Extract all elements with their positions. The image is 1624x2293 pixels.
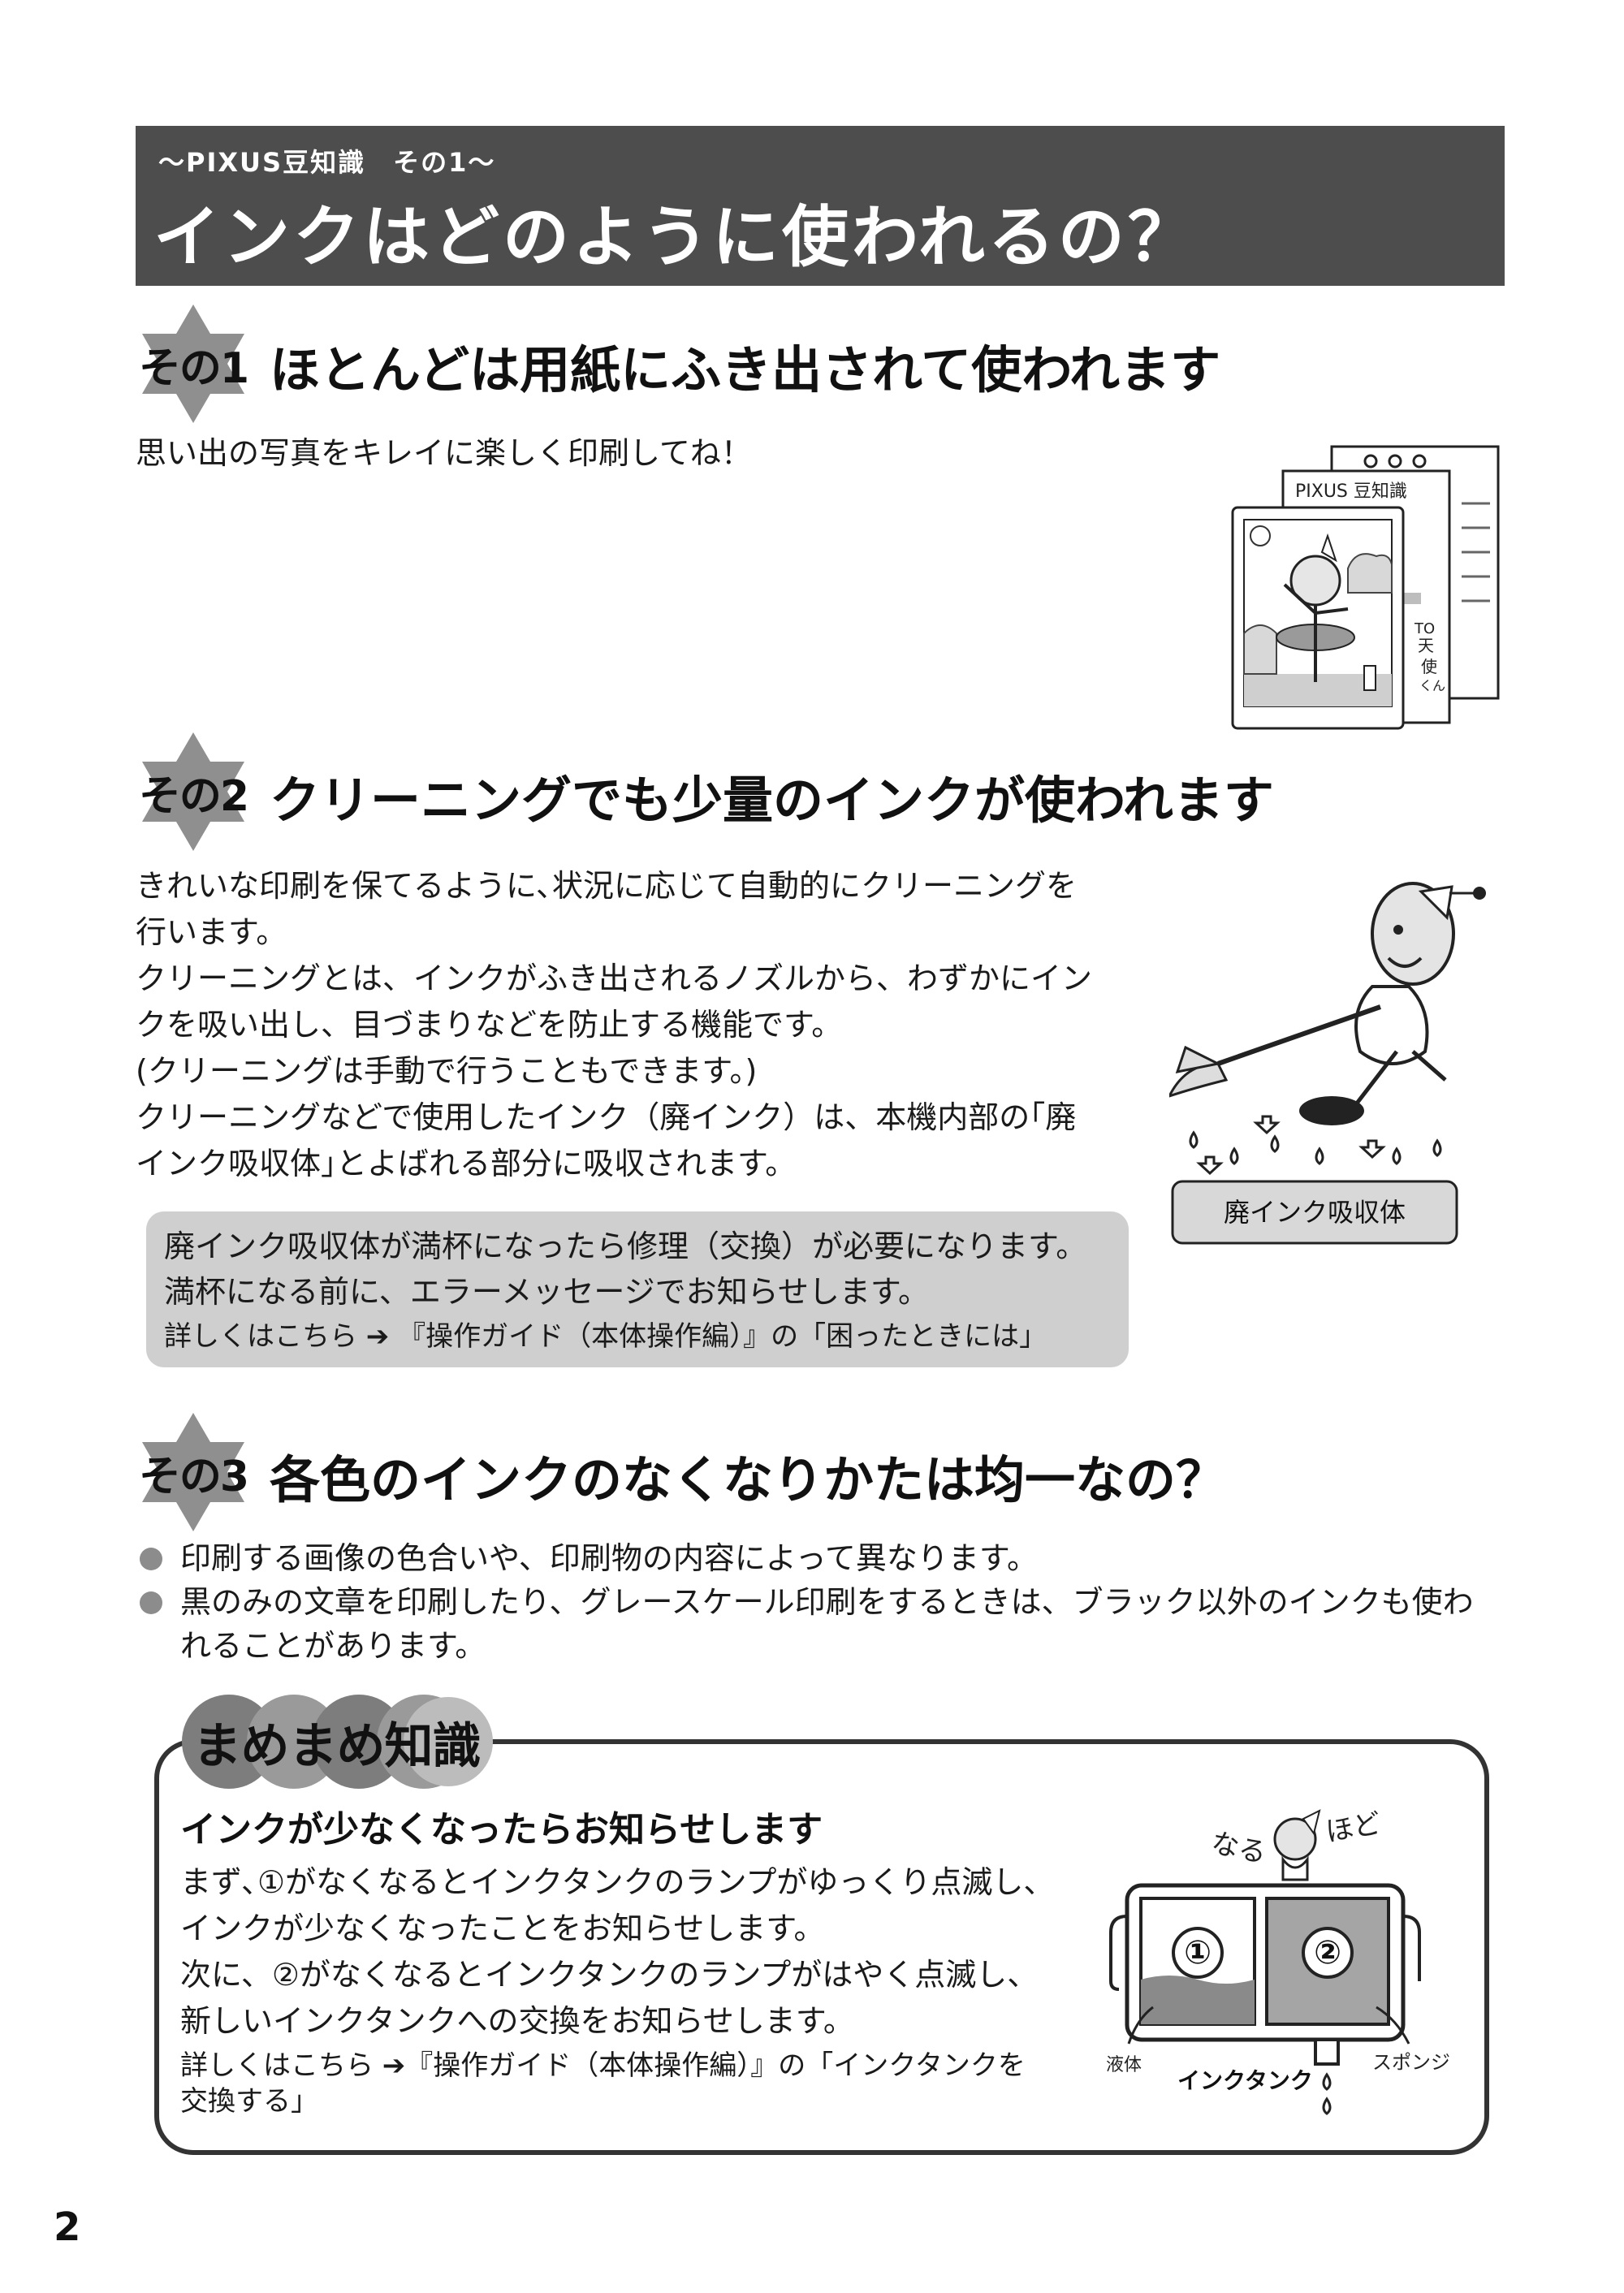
tip-heading: まめまめ知識 — [180, 1693, 493, 1790]
page-title: インクはどのように使われるの？ — [153, 199, 1198, 276]
section2-line: インク吸収体｣とよばれる部分に吸収されます。 — [136, 1146, 797, 1181]
card-text-4: くん — [1419, 678, 1445, 693]
tip-title: インクが少なくなったらお知らせします — [180, 1809, 823, 1850]
bullet-icon — [140, 1591, 162, 1614]
tip-heading-text: まめまめ知識 — [192, 1717, 482, 1775]
section2-line: 行います。 — [136, 914, 287, 950]
label-ink-tank: インクタンク — [1177, 2067, 1313, 2094]
chamber-2-label: ② — [1314, 1934, 1341, 1971]
section2-line: クを吸い出し、目づまりなどを防止する機能です。 — [136, 1007, 843, 1043]
tip-reference-line: 交換する」 — [180, 2085, 318, 2118]
tip-line: 新しいインクタンクへの交換をお知らせします。 — [180, 2003, 854, 2039]
star-icon — [142, 1413, 244, 1531]
label-sponge: スポンジ — [1372, 2051, 1450, 2074]
note-box: 廃インク吸収体が満杯になったら修理（交換）が必要になります。 満杯になる前に、エ… — [146, 1211, 1129, 1367]
tip-reference-line: 詳しくはこちら ➔『操作ガイド（本体操作編）』の「インクタンクを — [180, 2049, 1026, 2082]
note-line-1: 廃インク吸収体が満杯になったら修理（交換）が必要になります。 — [164, 1229, 1087, 1264]
card-text-2: 天 — [1418, 636, 1434, 655]
section2-line: きれいな印刷を保てるように､状況に応じて自動的にクリーニングを — [136, 868, 1078, 904]
caption-naru: なる — [1208, 1827, 1269, 1870]
section2-body: きれいな印刷を保てるように､状況に応じて自動的にクリーニングを 行います。 クリ… — [136, 863, 1159, 1187]
section2-line: クリーニングなどで使用したインク（廃インク）は、本機内部の｢廃 — [136, 1099, 1077, 1135]
section3-badge-text: その3 — [138, 1452, 249, 1501]
star-icon — [142, 304, 244, 423]
header-banner: 〜PIXUS豆知識 その1〜 インクはどのように使われるの？ — [136, 126, 1505, 286]
note-line-3: 詳しくはこちら ➔ 『操作ガイド（本体操作編）』の「困ったときには」 — [164, 1320, 1047, 1353]
bubble-heading-icon — [182, 1695, 493, 1789]
print-cards-illustration: PIXUS 豆知識 TO 天 使 くん — [1231, 445, 1500, 730]
section2-title: クリーニングでも少量のインクが使われます — [270, 771, 1274, 830]
tip-body: まず､①がなくなるとインクタンクのランプがゆっくり点滅し、 インクが少なくなった… — [180, 1859, 1090, 2045]
section1-title: ほとんどは用紙にふき出されて使われます — [270, 340, 1221, 399]
chamber-1-label: ① — [1184, 1934, 1212, 1971]
star-icon — [142, 732, 244, 851]
section2-badge: その2 — [132, 731, 254, 853]
label-liquid: 液体 — [1106, 2055, 1142, 2075]
tip-line: まず､①がなくなるとインクタンクのランプがゆっくり点滅し、 — [180, 1864, 1055, 1900]
tip-line: 次に、②がなくなるとインクタンクのランプがはやく点滅し、 — [180, 1957, 1039, 1993]
section3-badge: その3 — [132, 1411, 254, 1533]
section1-badge: その1 — [132, 303, 254, 425]
illustration-label: PIXUS 豆知識 — [1295, 481, 1407, 502]
tip-line: インクが少なくなったことをお知らせします。 — [180, 1911, 825, 1946]
caption-hodo: ほど — [1324, 1807, 1384, 1849]
header-subtitle: 〜PIXUS豆知識 その1〜 — [158, 147, 496, 178]
card-text-3: 使 — [1421, 657, 1437, 676]
section1-badge-text: その1 — [138, 343, 249, 393]
bullet-text: 印刷する画像の色合いや、印刷物の内容によって異なります。 — [180, 1540, 1039, 1576]
section2-badge-text: その2 — [138, 771, 249, 821]
bullet-icon — [140, 1548, 162, 1570]
note-line-2: 満杯になる前に、エラーメッセージでお知らせします。 — [164, 1274, 930, 1310]
section2-line: (クリーニングは手動で行うこともできます。) — [136, 1053, 758, 1089]
section1-text: 思い出の写真をキレイに楽しく印刷してね！ — [136, 435, 752, 471]
section2-line: クリーニングとは、インクがふき出されるノズルから、わずかにイン — [136, 961, 1093, 996]
ink-tank-diagram: なる ほど ① ② 液体 インクタンク スポンジ — [1106, 1807, 1450, 2115]
card-text-1: TO — [1414, 620, 1435, 637]
bullet-text: 黒のみの文章を印刷したり、グレースケール印刷をするときは、ブラック以外のインクも… — [180, 1584, 1474, 1620]
page-number: 2 — [54, 2204, 81, 2250]
cleaning-character-illustration: 廃インク吸収体 — [1169, 882, 1486, 1245]
section3-title: 各色のインクのなくなりかたは均一なの？ — [270, 1450, 1227, 1509]
bullet-text-continued: れることがあります。 — [180, 1628, 486, 1664]
absorber-label: 廃インク吸収体 — [1224, 1197, 1406, 1228]
tip-reference: 詳しくはこちら ➔『操作ガイド（本体操作編）』の「インクタンクを 交換する」 — [180, 2048, 1026, 2119]
